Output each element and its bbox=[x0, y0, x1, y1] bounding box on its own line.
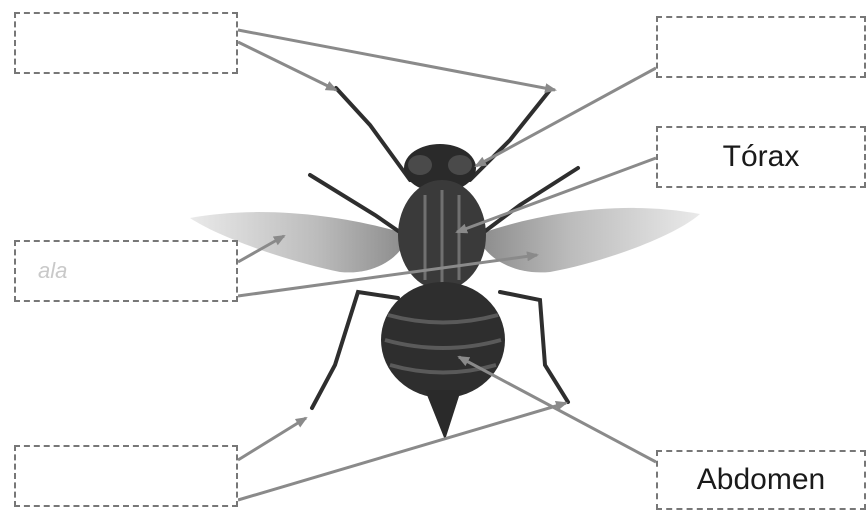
arrow-antena-left bbox=[238, 42, 336, 90]
arrow-pata-right bbox=[238, 403, 566, 500]
arrow-antena-right bbox=[238, 30, 555, 90]
fly-body bbox=[381, 144, 505, 440]
fly-tail bbox=[425, 390, 461, 440]
arrow-ojo bbox=[476, 68, 656, 166]
label-box-pata[interactable] bbox=[14, 445, 238, 507]
label-box-ojo[interactable] bbox=[656, 16, 866, 78]
label-box-torax[interactable]: Tórax bbox=[656, 126, 866, 188]
right-wing bbox=[484, 208, 700, 273]
arrow-pata-left bbox=[238, 418, 306, 460]
label-box-antena[interactable] bbox=[14, 12, 238, 74]
arrow-abdomen bbox=[459, 357, 656, 462]
label-box-abdomen[interactable]: Abdomen bbox=[656, 450, 866, 510]
fly-abdomen bbox=[381, 282, 505, 398]
label-box-ala[interactable]: ala bbox=[14, 240, 238, 302]
